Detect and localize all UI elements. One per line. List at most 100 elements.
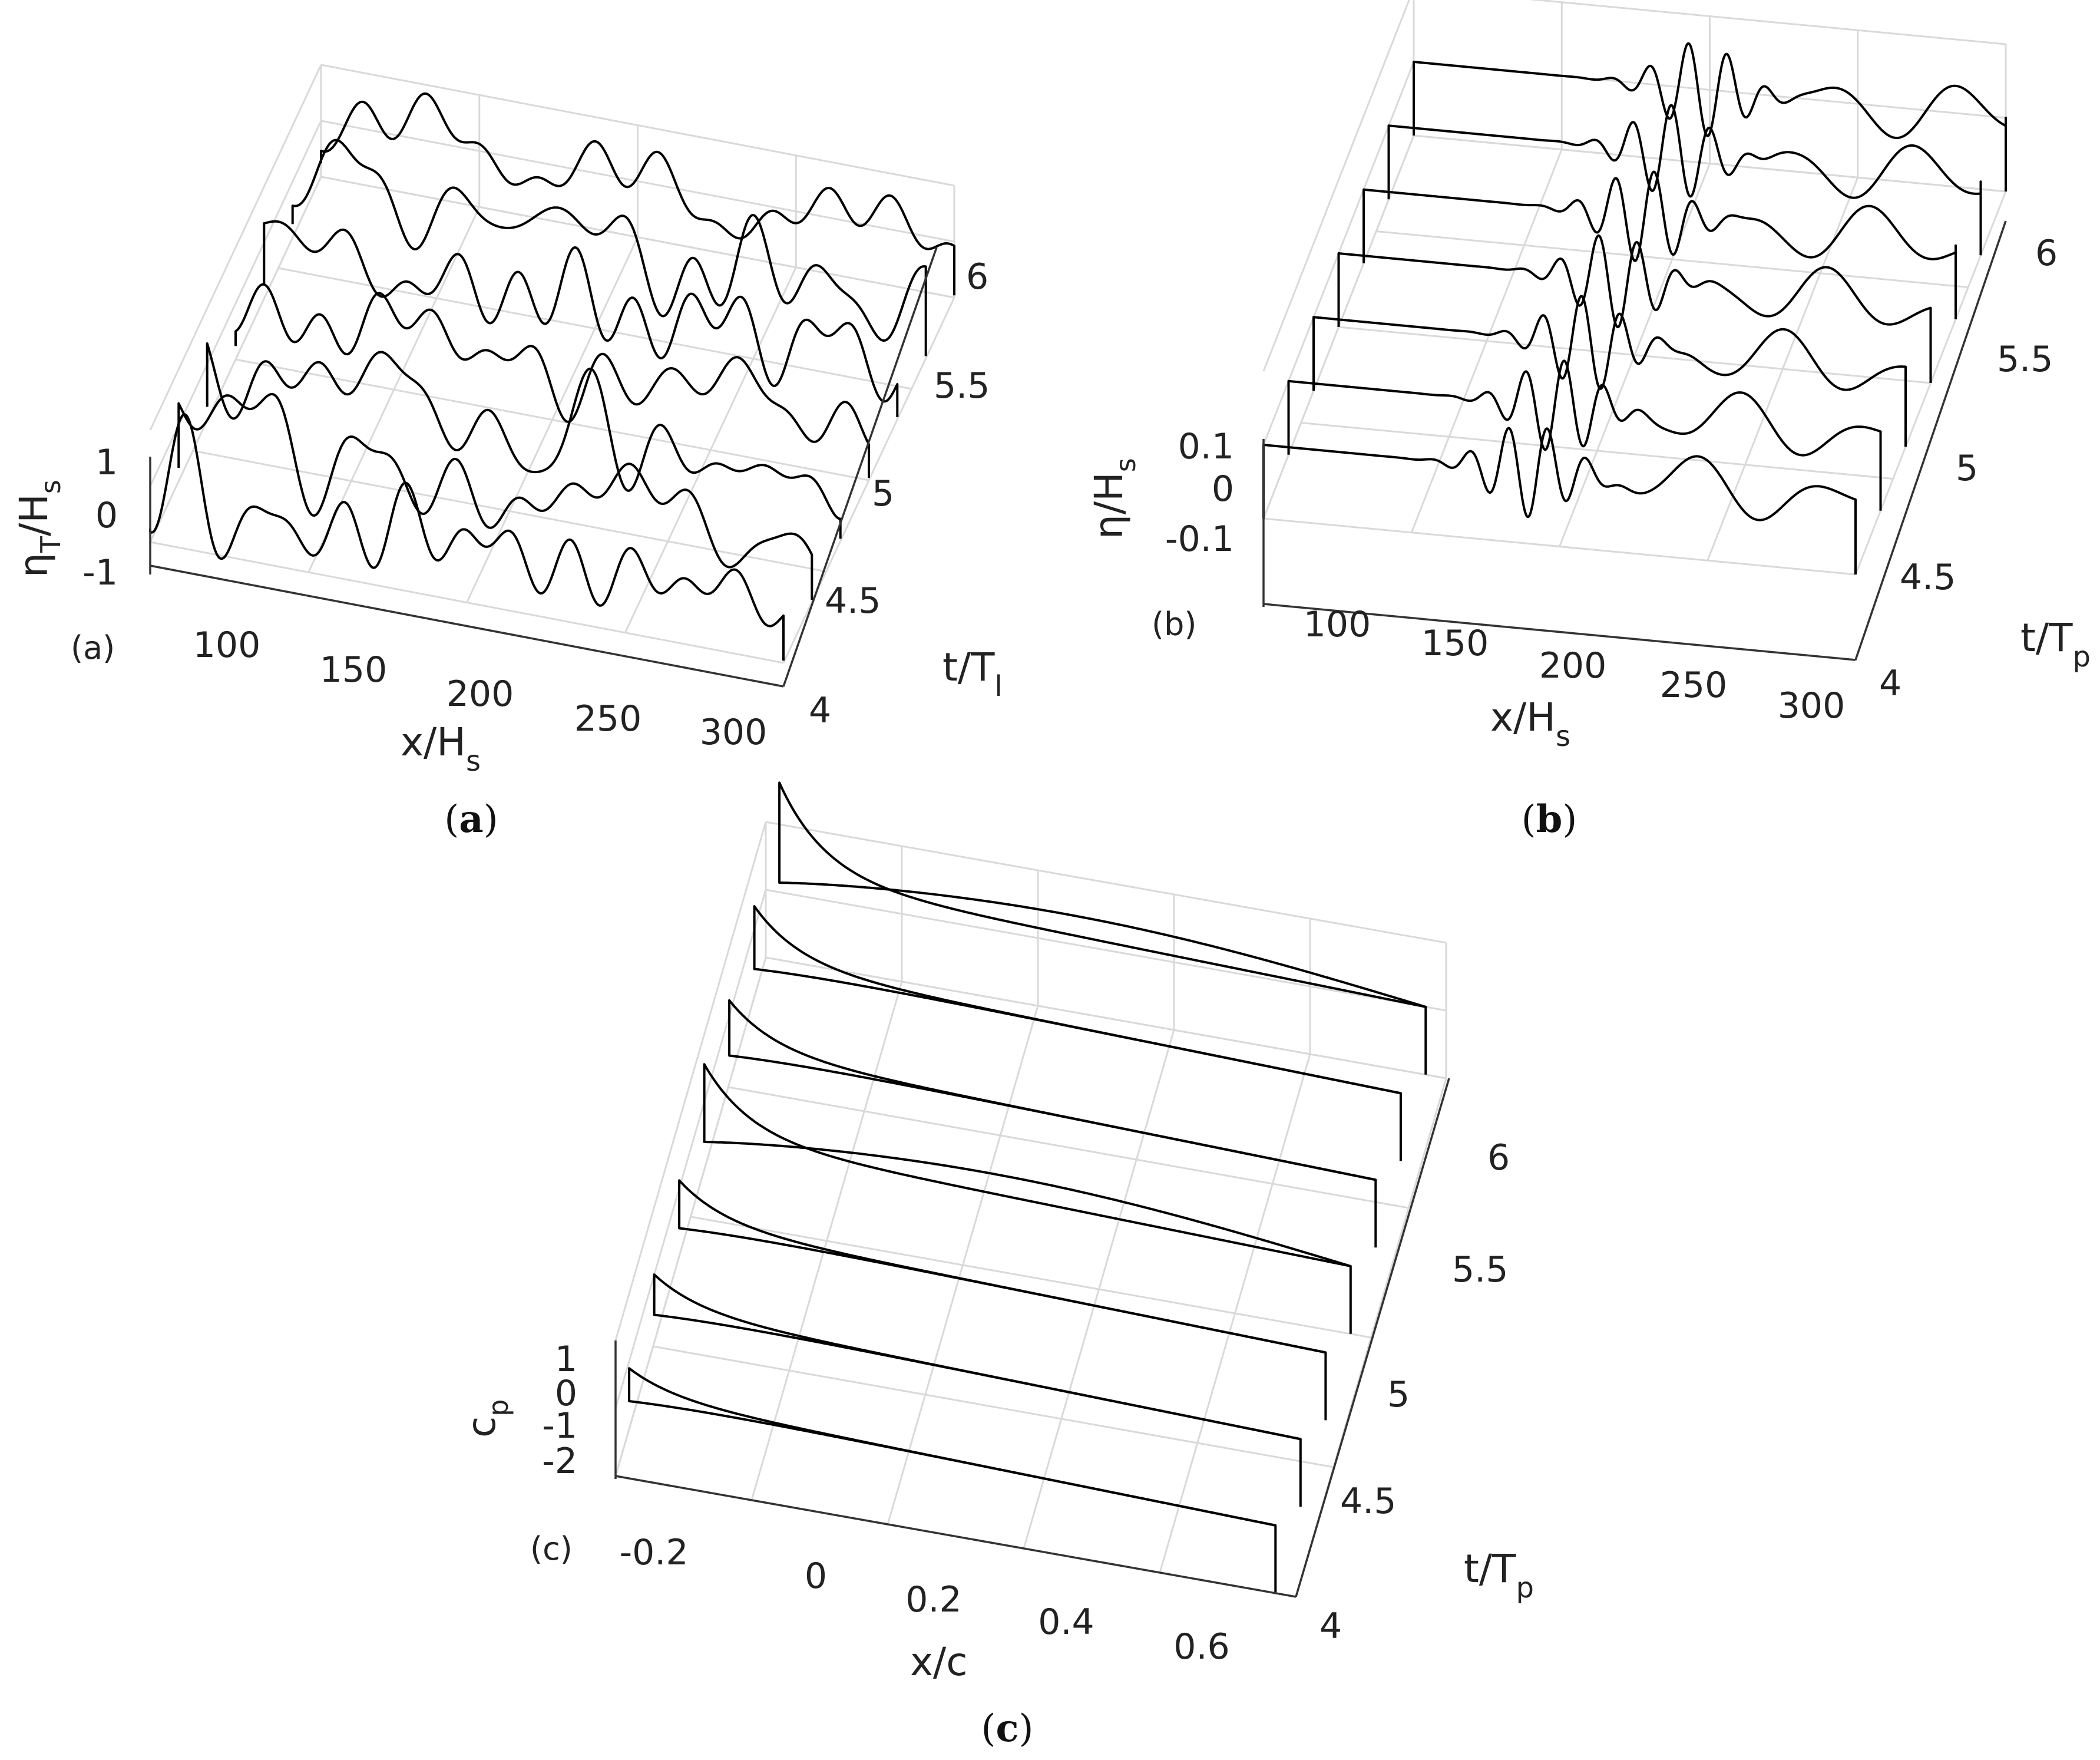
panel-c-y-tick: 5 <box>1387 1374 1410 1415</box>
panel-c-y-tick: 4.5 <box>1340 1481 1396 1522</box>
grid-line <box>1376 230 1969 288</box>
panel-a-y-label: t/Tl <box>942 645 1003 703</box>
grid-line <box>235 358 869 481</box>
panel-a-y-tick: 6 <box>966 256 988 298</box>
panel-c-z-tick: 1 <box>555 1339 577 1380</box>
panel-b-x-tick-labels: 100 150 200 250 300 <box>1304 604 1846 727</box>
panel-c-z-tick: -1 <box>542 1405 577 1447</box>
grid-line <box>278 267 912 390</box>
panel-a-z-tick-labels: -1 0 1 <box>82 442 118 593</box>
panel-b-x-axis <box>1263 603 1856 661</box>
series-line <box>1362 170 1957 319</box>
grid-line <box>320 176 955 299</box>
panel-a: 100 150 200 250 300 4 4.5 5 5.5 6 -1 0 1… <box>11 64 1003 841</box>
grid-line <box>1413 134 2006 193</box>
panel-a-x-tick-labels: 100 150 200 250 300 <box>193 625 768 753</box>
panel-a-y-tick: 4 <box>809 690 831 731</box>
panel-a-y-tick-labels: 4 4.5 5 5.5 6 <box>809 256 990 731</box>
panel-c-y-tick: 6 <box>1487 1137 1510 1178</box>
panel-b-y-tick: 4 <box>1879 663 1901 704</box>
series-line-upper <box>703 1063 1352 1334</box>
panel-a-y-tick: 5.5 <box>934 365 990 407</box>
panel-a-x-label: x/Hs <box>401 719 481 778</box>
panel-b-y-tick-labels: 4 4.5 5 5.5 6 <box>1879 233 2058 704</box>
panel-a-x-axis <box>150 564 784 688</box>
series-line-lower <box>728 1049 1376 1181</box>
panel-b-x-tick: 300 <box>1778 685 1846 727</box>
panel-b-x-tick: 100 <box>1304 604 1371 645</box>
panel-a-x-tick: 100 <box>193 625 261 666</box>
panel-a-z-tick: 1 <box>95 442 118 483</box>
panel-c-x-tick: 0.6 <box>1173 1626 1229 1667</box>
series-line-upper <box>678 1179 1327 1421</box>
panel-b-grid <box>1262 0 2007 576</box>
panel-c-x-label: x/c <box>910 1639 968 1685</box>
panel-c-z-label: cp <box>459 1399 514 1438</box>
panel-a-x-tick: 150 <box>320 649 388 691</box>
panel-a-x-tick: 300 <box>700 712 768 753</box>
panel-b-z-tick-labels: -0.1 0 0.1 <box>1165 426 1234 560</box>
series-line-lower <box>753 962 1401 1095</box>
panel-b-z-label: η/Hs <box>1086 458 1142 539</box>
series-line-upper <box>778 781 1427 1075</box>
panel-c-y-tick: 4 <box>1319 1606 1342 1647</box>
grid-line <box>320 120 955 243</box>
panel-a-z-tick: 0 <box>95 495 118 536</box>
series-line <box>320 92 955 296</box>
panel-b-y-tick: 4.5 <box>1900 557 1956 598</box>
panel-c-y-tick-labels: 4 4.5 5 5.5 6 <box>1319 1137 1510 1647</box>
panel-c-x-tick: 0 <box>805 1556 827 1597</box>
panel-b-x-tick: 250 <box>1660 665 1728 706</box>
grid-line <box>1262 0 1410 372</box>
series-line <box>1387 104 1982 256</box>
series-line <box>263 220 899 417</box>
panel-b-y-tick: 5 <box>1956 448 1978 489</box>
panel-c-y-tick: 5.5 <box>1452 1249 1508 1290</box>
grid-line <box>1301 422 1893 480</box>
panel-c-x-tick: 0.4 <box>1038 1601 1094 1643</box>
series-line <box>206 342 842 539</box>
panel-c-x-tick: -0.2 <box>619 1532 688 1573</box>
panel-c-y-label: t/Tp <box>1464 1546 1534 1604</box>
grid-line <box>653 1345 1334 1468</box>
panel-b-series <box>1262 42 2007 574</box>
series-line <box>1262 427 1857 574</box>
grid-line <box>1338 326 1931 384</box>
panel-a-series <box>149 92 955 661</box>
panel-c-caption: (c) <box>981 1706 1034 1751</box>
panel-b-caption: (b) <box>1522 797 1578 841</box>
grid-line <box>765 956 1447 1079</box>
panel-b-y-tick: 6 <box>2035 233 2058 274</box>
grid-line <box>690 1216 1371 1339</box>
series-line <box>234 283 870 478</box>
panel-a-caption: (a) <box>444 797 498 841</box>
series-line <box>149 413 785 661</box>
panel-c-z-tick: 0 <box>555 1373 577 1414</box>
panel-a-x-tick: 200 <box>447 673 514 715</box>
series-line <box>1287 359 1882 511</box>
grid-line <box>1263 517 1856 576</box>
panel-b-z-tick: -0.1 <box>1165 519 1234 560</box>
grid-line <box>614 889 767 1409</box>
series-line-lower <box>778 876 1426 1008</box>
panel-b-y-axis <box>1854 220 2007 661</box>
series-line <box>1337 234 1932 383</box>
panel-b-z-tick: 0 <box>1212 468 1234 510</box>
panel-c-y-axis <box>1295 1078 1450 1597</box>
panel-c: -0.2 0 0.2 0.4 0.6 4 4.5 5 5.5 6 -2 -1 0… <box>459 781 1534 1751</box>
panel-c-grid <box>614 821 1447 1598</box>
panel-b-y-tick: 5.5 <box>1997 339 2053 380</box>
series-line <box>1312 295 1907 447</box>
grid-line <box>765 821 1447 944</box>
panel-a-y-tick: 4.5 <box>825 580 881 622</box>
grid-line <box>614 821 767 1341</box>
panel-c-z-tick-labels: -2 -1 0 1 <box>542 1339 577 1482</box>
panel-b: 100 150 200 250 300 4 4.5 5 5.5 6 -0.1 0… <box>1086 0 2091 841</box>
panel-c-inner-label: (c) <box>530 1530 573 1567</box>
series-line-upper <box>628 1367 1277 1593</box>
panel-a-inner-label: (a) <box>71 629 115 666</box>
panel-a-y-tick: 5 <box>872 473 894 514</box>
series-line-lower <box>703 1135 1351 1267</box>
panel-c-x-tick: 0.2 <box>905 1579 961 1620</box>
panel-b-x-tick: 150 <box>1421 623 1489 664</box>
